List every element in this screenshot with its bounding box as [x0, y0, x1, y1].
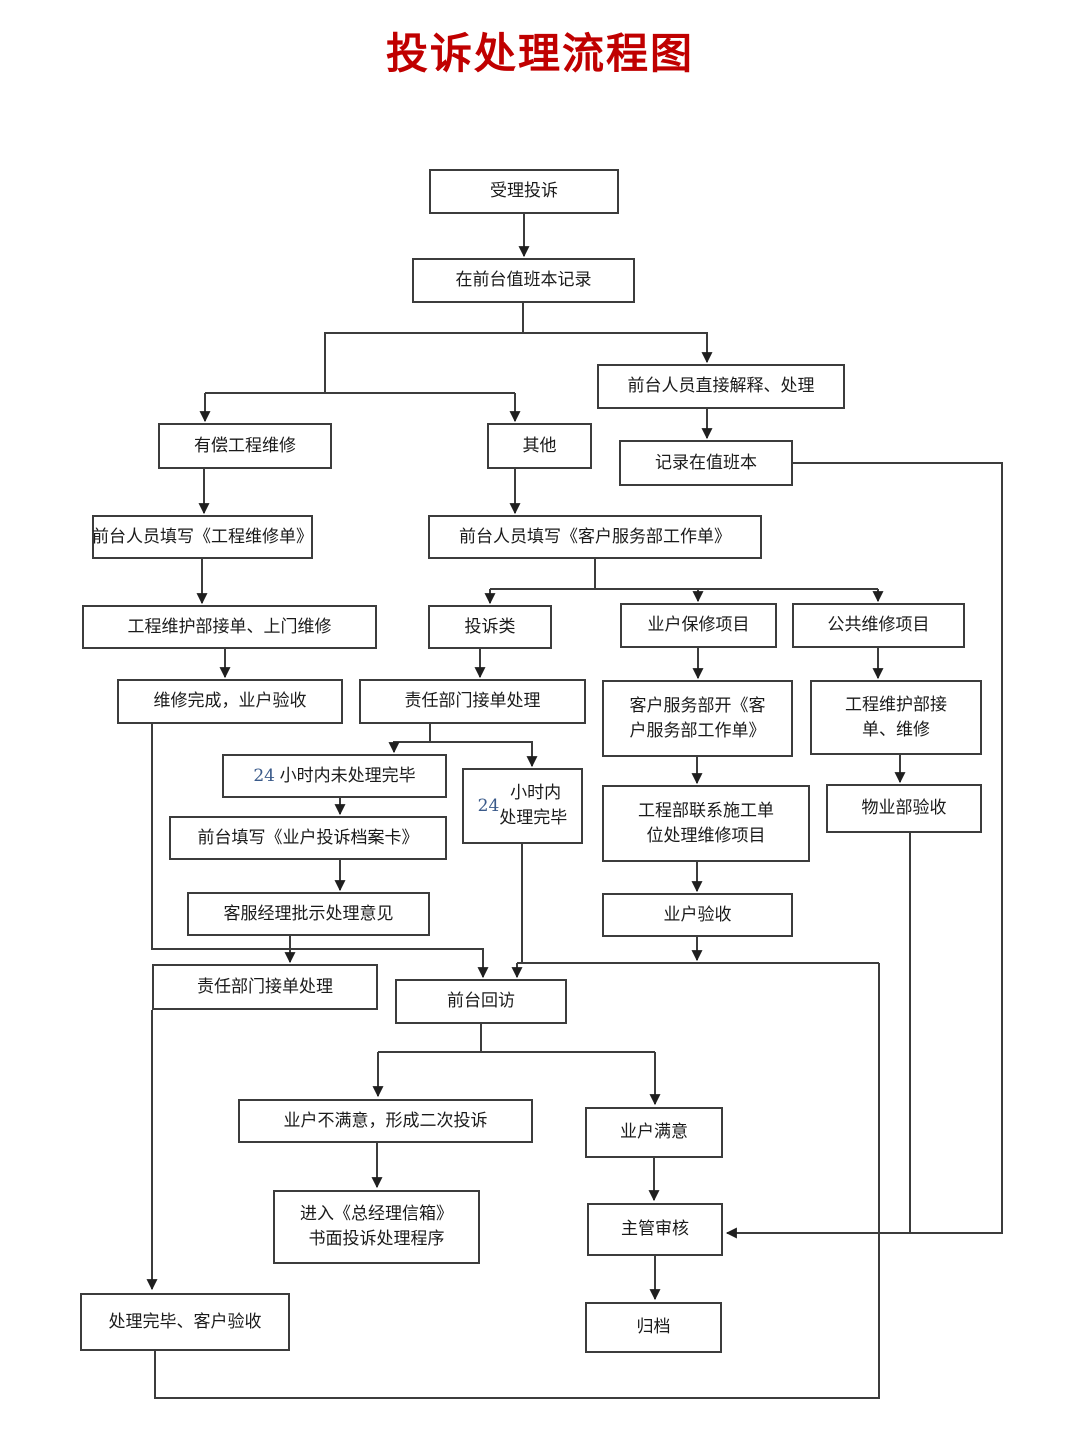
- flow-node-complaint-type: 投诉类: [428, 605, 552, 649]
- flow-node-fill-customer-service-worksheet: 前台人员填写《客户服务部工作单》: [428, 515, 762, 559]
- flow-node-not-done-in-24h: 24 小时内未处理完毕: [222, 754, 447, 798]
- flow-node-engineering-dept-repair: 工程维护部接 单、维修: [810, 680, 982, 755]
- flow-edge: [151, 724, 489, 979]
- flow-node-record-front-desk-logbook: 在前台值班本记录: [412, 258, 635, 303]
- flow-node-owner-satisfied: 业户满意: [585, 1107, 723, 1158]
- flow-node-paid-engineering-repair: 有偿工程维修: [158, 423, 332, 469]
- flow-node-owner-warranty-project: 业户保修项目: [620, 603, 777, 648]
- flow-node-receive-complaint: 受理投诉: [429, 169, 619, 214]
- flow-node-owner-unsatisfied-second-complaint: 业户不满意，形成二次投诉: [238, 1099, 533, 1143]
- flow-node-fill-complaint-archive-card: 前台填写《业户投诉档案卡》: [169, 816, 447, 860]
- flow-node-cs-dept-open-worksheet: 客户服务部开《客 户服务部工作单》: [602, 680, 793, 757]
- flow-node-public-maintenance-project: 公共维修项目: [792, 603, 965, 648]
- flow-edge: [324, 332, 523, 393]
- flow-edge: [430, 741, 538, 768]
- flow-edge: [522, 303, 713, 364]
- flow-node-property-dept-accept: 物业部验收: [826, 784, 982, 833]
- flow-node-record-in-logbook: 记录在值班本: [619, 440, 793, 486]
- flow-node-supervisor-review: 主管审核: [587, 1203, 723, 1256]
- flow-node-cs-manager-instruction: 客服经理批示处理意见: [187, 892, 430, 936]
- flow-node-front-desk-callback: 前台回访: [395, 979, 567, 1024]
- flow-node-archive: 归档: [585, 1302, 722, 1353]
- flow-node-complete-customer-accept: 处理完毕、客户验收: [80, 1293, 290, 1351]
- flow-node-engineering-dept-door-repair: 工程维护部接单、上门维修: [82, 605, 377, 649]
- flow-edge: [154, 963, 880, 1399]
- flow-node-repair-done-owner-accept: 维修完成，业户验收: [117, 679, 343, 724]
- flow-edge: [725, 462, 1003, 1239]
- flow-edge: [388, 724, 431, 754]
- flow-node-fill-engineering-repair-form: 前台人员填写《工程维修单》: [92, 515, 313, 559]
- page-title: 投诉处理流程图: [385, 30, 694, 77]
- flow-node-responsible-dept-handle-2: 责任部门接单处理: [152, 964, 378, 1010]
- flow-node-gm-mailbox-written-procedure: 进入《总经理信箱》 书面投诉处理程序: [273, 1190, 480, 1264]
- flow-node-responsible-dept-handle-1: 责任部门接单处理: [359, 679, 586, 724]
- flow-node-front-desk-direct-handle: 前台人员直接解释、处理: [597, 364, 845, 409]
- flow-node-owner-acceptance: 业户验收: [602, 893, 793, 937]
- flow-node-done-in-24h: 24 小时内 处理完毕: [462, 768, 583, 844]
- flow-node-engineering-contact-constructor: 工程部联系施工单 位处理维修项目: [602, 785, 810, 862]
- flow-node-other: 其他: [487, 423, 592, 469]
